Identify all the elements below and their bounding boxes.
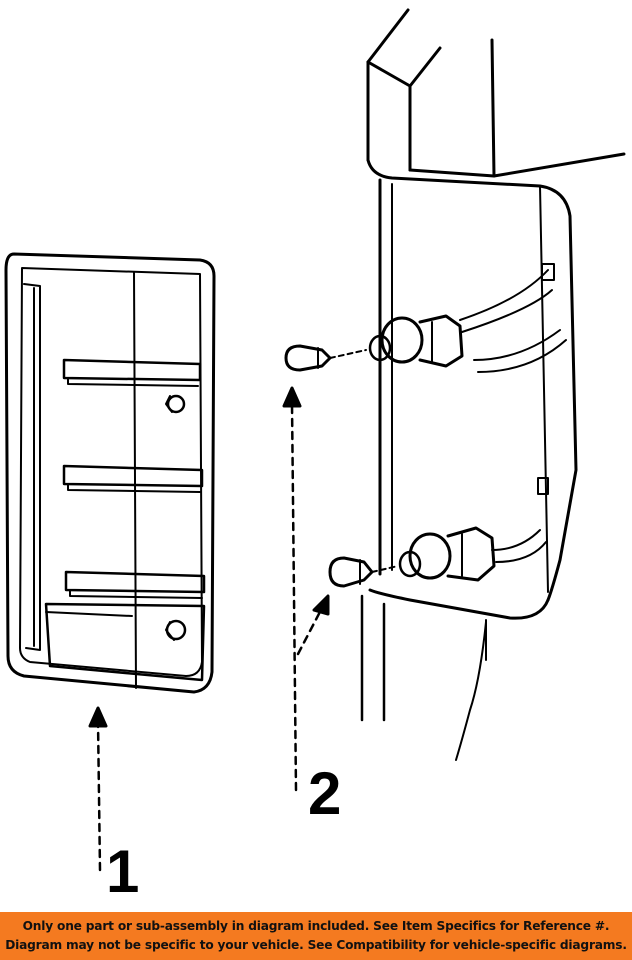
vehicle-body-panel <box>360 8 626 761</box>
lower-bulb-socket <box>398 526 496 582</box>
disclaimer-banner: Only one part or sub-assembly in diagram… <box>0 912 632 960</box>
lower-bulb <box>328 556 399 588</box>
callout-number-1: 1 <box>106 838 140 905</box>
disclaimer-line-1: Only one part or sub-assembly in diagram… <box>22 919 610 933</box>
upper-bulb <box>284 344 367 372</box>
callout-number-2: 2 <box>308 760 342 827</box>
parts-diagram <box>4 8 626 872</box>
leader-line-2b <box>296 594 330 656</box>
disclaimer-line-2: Diagram may not be specific to your vehi… <box>5 938 627 952</box>
leader-line-2a <box>282 386 302 792</box>
upper-bulb-socket <box>368 314 464 368</box>
leader-line-1 <box>88 706 108 872</box>
tail-lamp-lens <box>4 252 216 694</box>
